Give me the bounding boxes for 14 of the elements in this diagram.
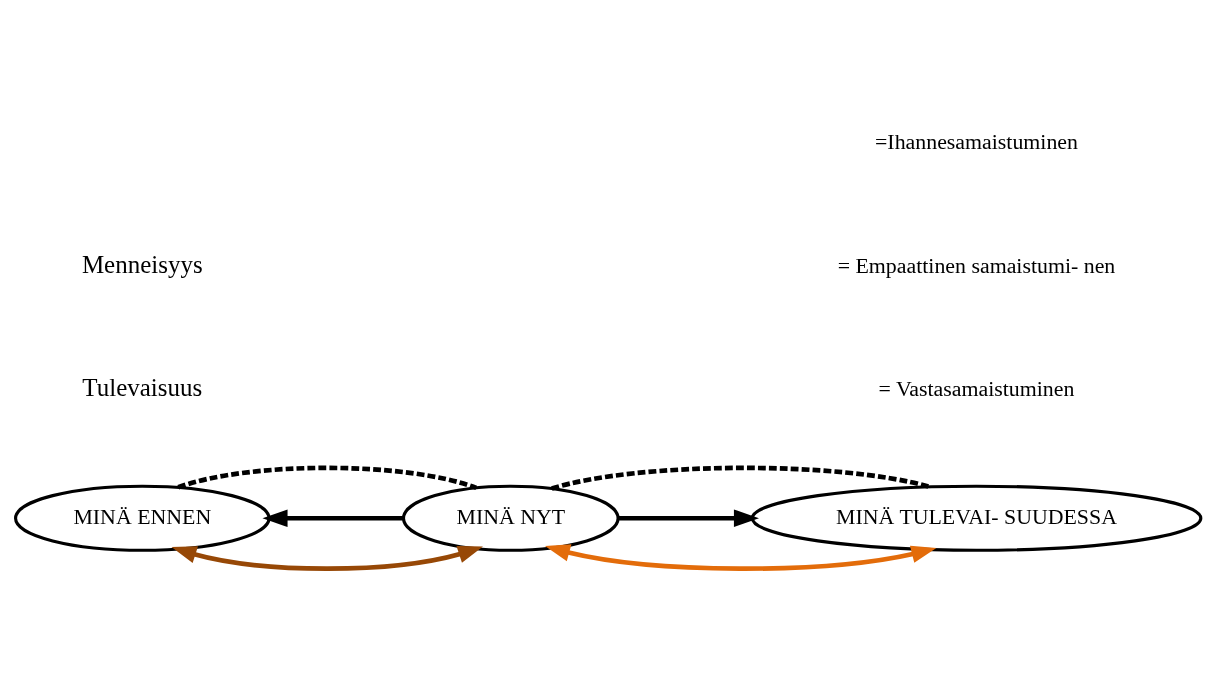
label: Tulevaisuus [82,373,203,401]
legend-label: = Empaattinen samaistumi- nen [837,253,1116,278]
node-ellipse: MINÄ TULEVAI- SUUDESSA [750,484,1203,552]
connector [551,465,931,491]
connector [177,465,477,490]
arrow [171,545,483,571]
label: Menneisyys [81,250,203,278]
arrow [262,509,404,527]
legend-label: = Vastasamaistuminen [878,376,1075,401]
node-ellipse: MINÄ NYT [401,484,620,552]
node-ellipse: MINÄ ENNEN [14,484,271,552]
arrow [618,509,759,527]
arrow [544,543,937,571]
legend-label: =Ihannesamaistuminen [875,129,1078,154]
